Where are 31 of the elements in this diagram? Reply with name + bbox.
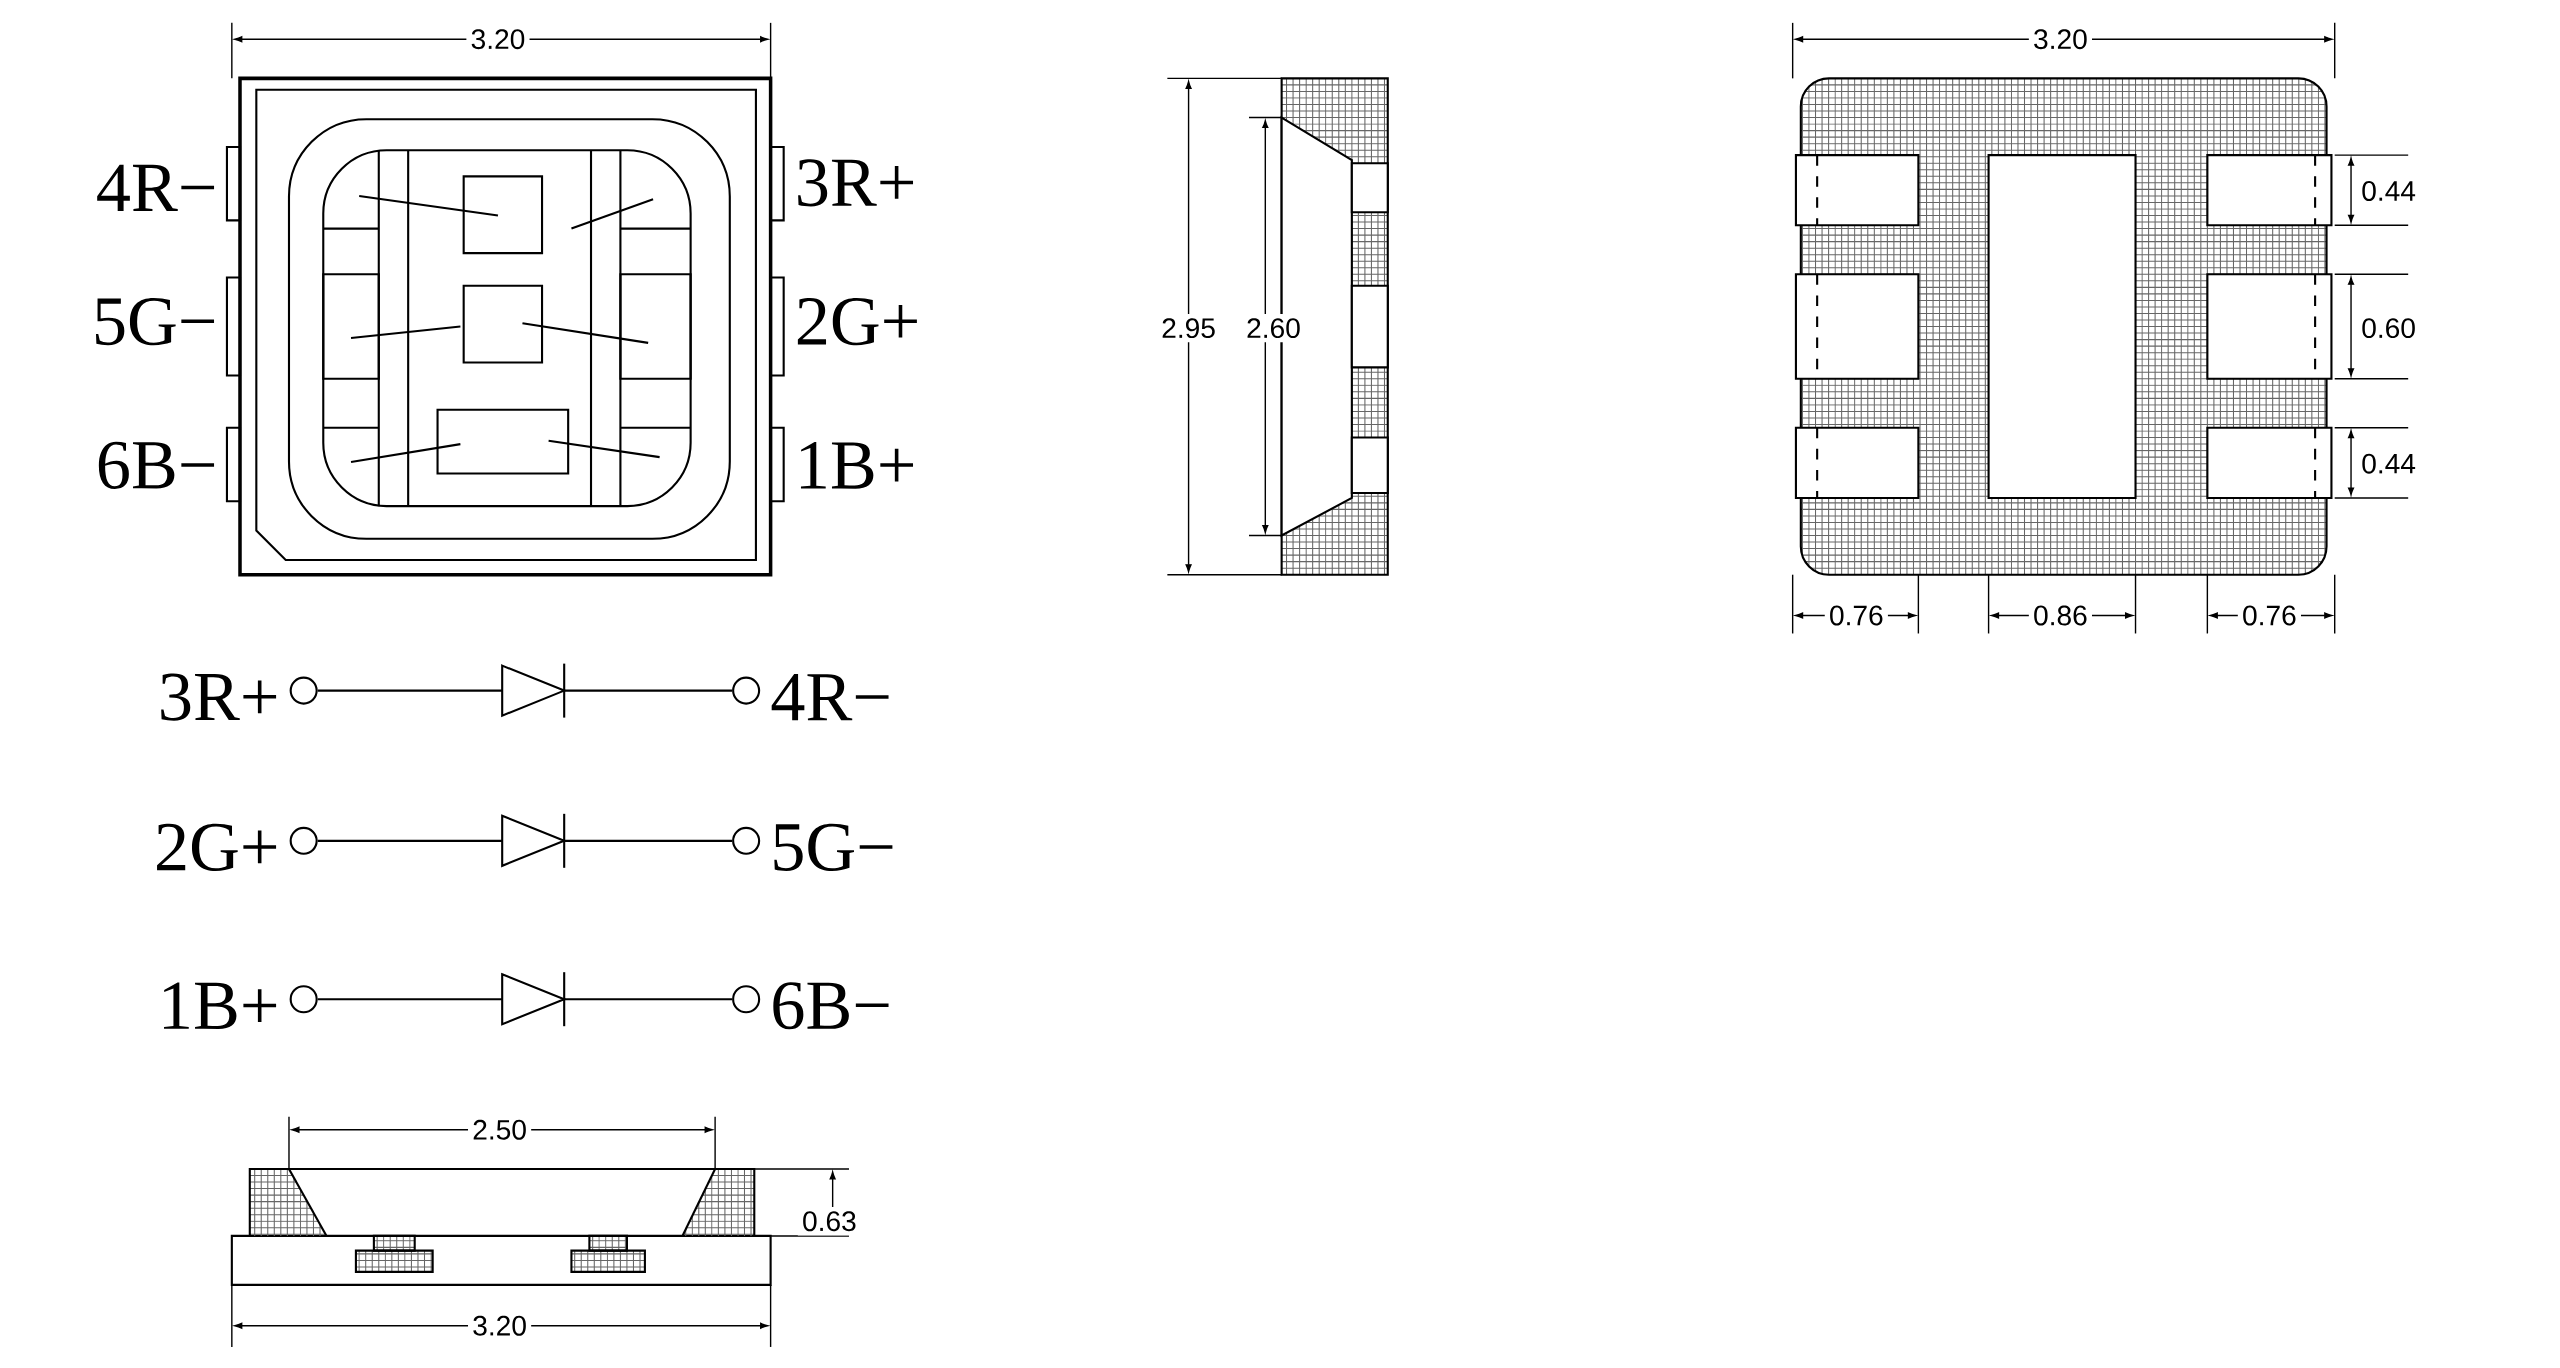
terminal-circle bbox=[732, 985, 761, 1014]
dimension-label: 0.86 bbox=[2028, 601, 2092, 630]
dimension-label: 0.76 bbox=[2237, 601, 2301, 630]
pin-label: 1B+ bbox=[800, 441, 913, 489]
dimension-label: 3.20 bbox=[468, 1311, 532, 1340]
pin-label: 2G+ bbox=[157, 823, 277, 871]
dimension-label: 0.76 bbox=[1824, 601, 1888, 630]
dimension-label: 0.44 bbox=[2357, 176, 2421, 206]
pin-label: 6B− bbox=[773, 982, 889, 1030]
pin-label: 3R+ bbox=[798, 159, 913, 207]
pin-label: 4R− bbox=[97, 164, 215, 211]
dimension-label: 3.20 bbox=[466, 24, 530, 54]
terminal-circle bbox=[289, 676, 318, 705]
pin-label: 2G+ bbox=[797, 297, 917, 346]
dimension-label: 0.60 bbox=[2357, 313, 2421, 343]
dimension-label: 2.60 bbox=[1241, 313, 1306, 343]
dimension-label: 0.63 bbox=[797, 1207, 861, 1236]
pin-label: 5G− bbox=[96, 297, 215, 346]
terminal-circle bbox=[289, 985, 318, 1014]
dimension-label: 2.95 bbox=[1157, 313, 1221, 343]
pin-label: 4R− bbox=[771, 673, 889, 721]
dimension-label: 2.50 bbox=[468, 1115, 532, 1144]
terminal-circle bbox=[289, 826, 318, 855]
pin-label: 6B− bbox=[98, 441, 215, 489]
pin-label: 1B+ bbox=[164, 982, 277, 1029]
pin-label: 3R+ bbox=[161, 673, 277, 721]
terminal-circle bbox=[732, 826, 761, 855]
dimension-label: 3.20 bbox=[2028, 24, 2092, 54]
dimension-label: 0.44 bbox=[2357, 449, 2421, 478]
terminal-circle bbox=[732, 676, 761, 705]
pin-label: 5G− bbox=[774, 823, 893, 871]
